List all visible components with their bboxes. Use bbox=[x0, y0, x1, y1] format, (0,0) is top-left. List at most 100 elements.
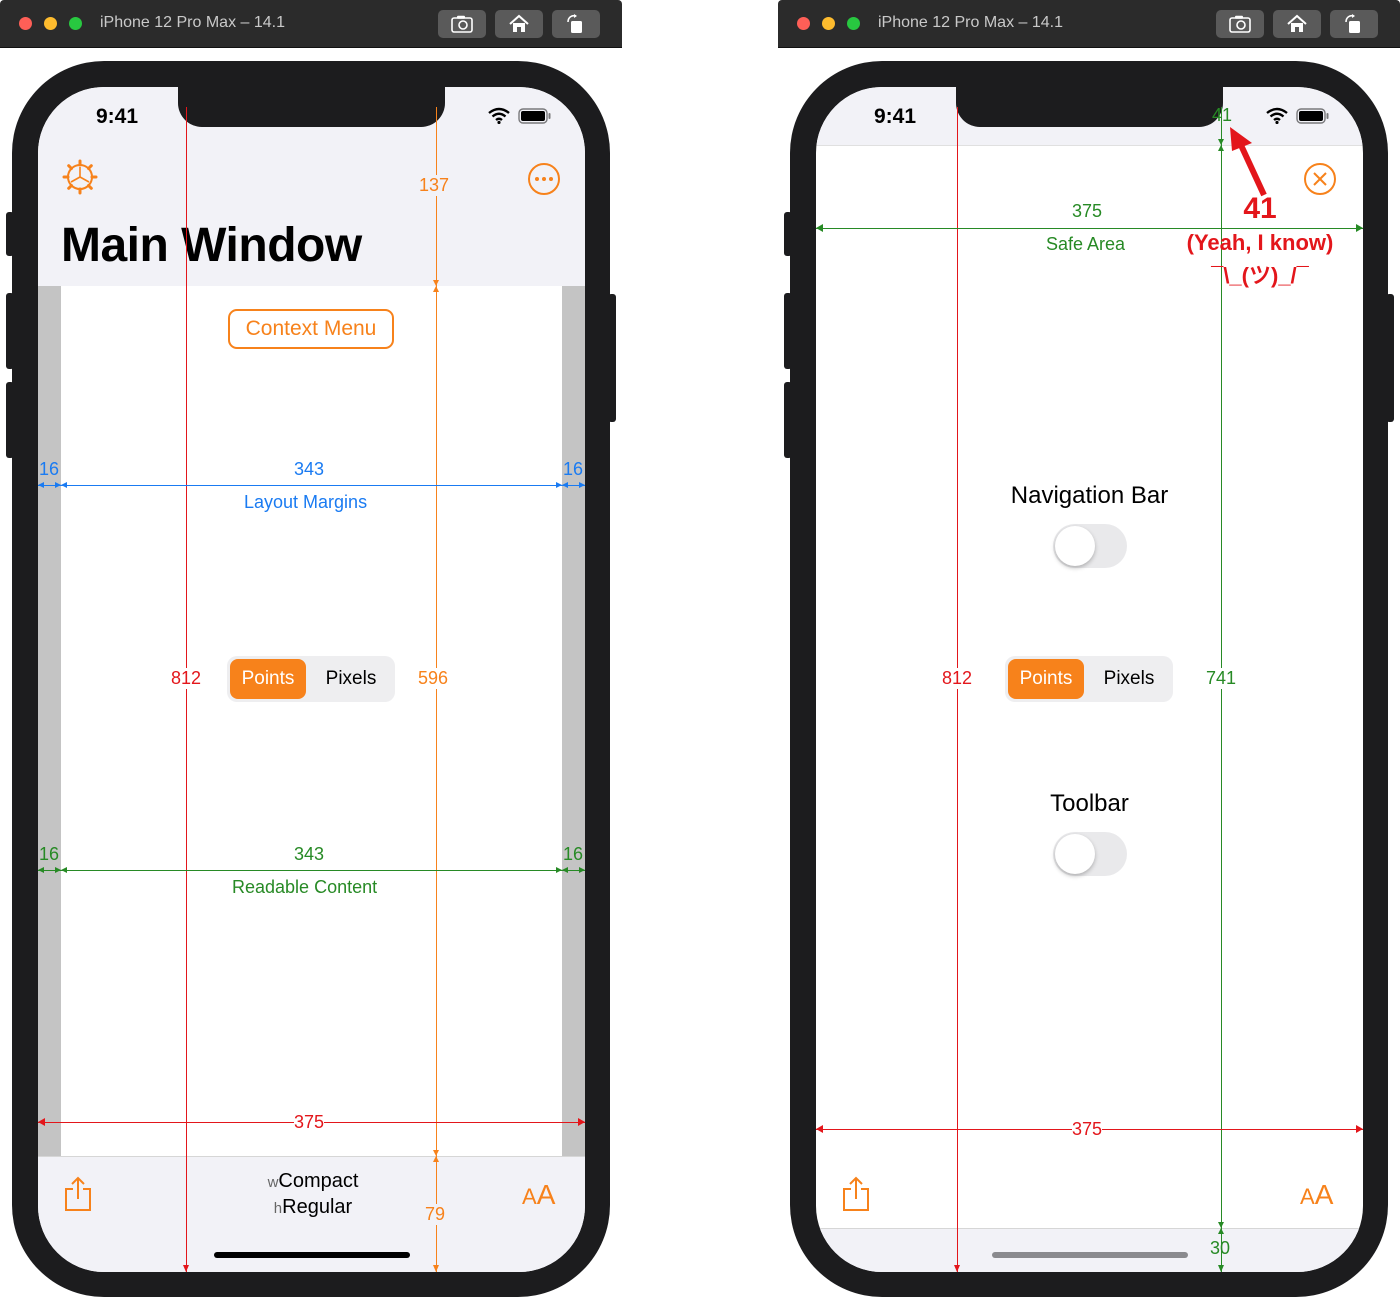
readable-right-label: 16 bbox=[563, 844, 584, 864]
units-segmented-control[interactable]: Points Pixels bbox=[1005, 656, 1173, 702]
volume-up-button bbox=[784, 293, 792, 369]
power-button bbox=[1386, 294, 1394, 422]
home-button[interactable] bbox=[495, 10, 543, 38]
text-size-button[interactable]: AA bbox=[1300, 1179, 1334, 1210]
navigation-bar-toggle[interactable] bbox=[1053, 524, 1127, 568]
window-titlebar: iPhone 12 Pro Max – 14.1 bbox=[778, 0, 1400, 48]
nav-height-label: 137 bbox=[419, 175, 450, 196]
more-icon[interactable] bbox=[527, 162, 561, 196]
readable-content-label: Readable Content bbox=[232, 877, 378, 898]
annotation-line1: (Yeah, I know) bbox=[1186, 230, 1334, 255]
context-menu-button[interactable]: Context Menu bbox=[228, 309, 394, 349]
battery-icon bbox=[518, 108, 551, 124]
toolbar-label: Toolbar bbox=[1050, 790, 1129, 817]
segment-points[interactable]: Points bbox=[230, 659, 306, 699]
volume-down-button bbox=[784, 382, 792, 458]
zoom-window-button[interactable] bbox=[69, 17, 82, 30]
units-segmented-control[interactable]: Points Pixels bbox=[227, 656, 395, 702]
width-size-class: wCompact bbox=[267, 1170, 359, 1192]
annotation-arrow bbox=[1230, 127, 1267, 197]
screen-width-label: 375 bbox=[1072, 1119, 1103, 1140]
segment-pixels[interactable]: Pixels bbox=[325, 668, 377, 689]
margin-width-label: 343 bbox=[294, 459, 325, 480]
measure-arrows bbox=[816, 139, 1363, 1272]
notch bbox=[178, 87, 445, 127]
left-margin-strip bbox=[38, 286, 61, 1156]
safe-width-label: 375 bbox=[1072, 201, 1103, 221]
toggle-knob bbox=[1055, 834, 1095, 874]
home-icon bbox=[509, 14, 529, 32]
layout-margins-label: Layout Margins bbox=[244, 492, 368, 513]
close-icon[interactable] bbox=[1303, 162, 1337, 196]
annotation-line2: ¯\_(ツ)_/¯ bbox=[1211, 263, 1309, 288]
window-titlebar: iPhone 12 Pro Max – 14.1 bbox=[0, 0, 622, 48]
minimize-window-button[interactable] bbox=[44, 17, 57, 30]
mute-switch bbox=[784, 212, 792, 256]
safe-height-label: 741 bbox=[1206, 668, 1237, 689]
safe-area-label: Safe Area bbox=[1046, 234, 1126, 254]
toolbar-height-label: 79 bbox=[425, 1204, 446, 1225]
screenshot-icon bbox=[451, 15, 473, 33]
segment-pixels[interactable]: Pixels bbox=[1103, 668, 1155, 689]
settings-icon[interactable] bbox=[62, 159, 98, 195]
toolbar-toggle[interactable] bbox=[1053, 832, 1127, 876]
mute-switch bbox=[6, 212, 14, 256]
screenshot-button[interactable] bbox=[1216, 10, 1264, 38]
margin-left-label: 16 bbox=[39, 459, 60, 479]
layout-margins-line bbox=[38, 485, 585, 486]
rotate-icon bbox=[1345, 14, 1360, 33]
home-indicator bbox=[992, 1252, 1188, 1258]
status-icons bbox=[1266, 105, 1346, 127]
simulator-window-left: iPhone 12 Pro Max – 14.1 9:41 bbox=[0, 0, 622, 1297]
screen-height-line bbox=[957, 107, 958, 1272]
window-title: iPhone 12 Pro Max – 14.1 bbox=[100, 14, 286, 31]
home-icon bbox=[1287, 14, 1307, 32]
screen-width-label: 375 bbox=[294, 1112, 325, 1133]
status-time: 9:41 bbox=[874, 105, 917, 128]
safe-width-line bbox=[816, 228, 1363, 229]
page-title: Main Window bbox=[61, 219, 362, 272]
rotate-button[interactable] bbox=[552, 10, 600, 38]
simulator-window-right: iPhone 12 Pro Max – 14.1 9:41 bbox=[778, 0, 1400, 1297]
height-size-class: hRegular bbox=[273, 1196, 353, 1218]
screen-height-line bbox=[186, 107, 187, 1272]
screenshot-icon bbox=[1229, 15, 1251, 33]
close-window-button[interactable] bbox=[19, 17, 32, 30]
share-icon[interactable] bbox=[841, 1175, 871, 1213]
readable-width-label: 343 bbox=[294, 844, 325, 865]
window-title: iPhone 12 Pro Max – 14.1 bbox=[878, 14, 1064, 31]
share-icon[interactable] bbox=[63, 1175, 93, 1213]
battery-icon bbox=[1296, 108, 1329, 124]
home-indicator-area bbox=[816, 1228, 1363, 1272]
home-indicator bbox=[214, 1252, 410, 1258]
minimize-window-button[interactable] bbox=[822, 17, 835, 30]
status-icons bbox=[488, 105, 568, 127]
status-time: 9:41 bbox=[96, 105, 139, 128]
screen-height-label: 812 bbox=[171, 668, 202, 689]
volume-down-button bbox=[6, 382, 14, 458]
phone-screen: 9:41 41 375 Safe Area Navigation Bar 812… bbox=[816, 87, 1363, 1272]
readable-left-label: 16 bbox=[39, 844, 60, 864]
readable-content-line bbox=[38, 870, 585, 871]
text-size-button[interactable]: AA bbox=[522, 1179, 556, 1210]
power-button bbox=[608, 294, 616, 422]
annotation-value: 41 bbox=[1243, 192, 1277, 225]
rotate-icon bbox=[567, 14, 582, 33]
segment-points[interactable]: Points bbox=[1008, 659, 1084, 699]
top-inset-label: 41 bbox=[1212, 105, 1233, 125]
content-height-line bbox=[436, 107, 437, 1272]
zoom-window-button[interactable] bbox=[847, 17, 860, 30]
screenshot-button[interactable] bbox=[438, 10, 486, 38]
toggle-knob bbox=[1055, 526, 1095, 566]
measure-arrows bbox=[38, 280, 585, 1272]
safe-height-line bbox=[1221, 107, 1222, 1272]
screen-height-label: 812 bbox=[942, 668, 973, 689]
close-window-button[interactable] bbox=[797, 17, 810, 30]
volume-up-button bbox=[6, 293, 14, 369]
wifi-icon bbox=[1266, 107, 1288, 124]
size-class-label: wCompact hRegular bbox=[238, 1169, 388, 1221]
margin-right-label: 16 bbox=[563, 459, 584, 479]
content-height-label: 596 bbox=[418, 668, 449, 689]
rotate-button[interactable] bbox=[1330, 10, 1378, 38]
home-button[interactable] bbox=[1273, 10, 1321, 38]
